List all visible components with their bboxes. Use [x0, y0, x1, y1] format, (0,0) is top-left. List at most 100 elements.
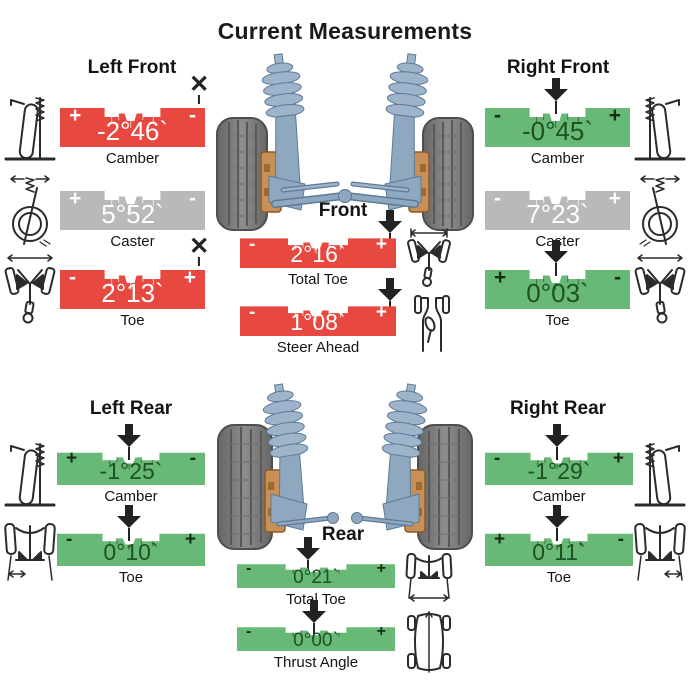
gauge-value: 2°16` [290, 241, 346, 267]
rear-center-total-toe-gauge[interactable]: - + 0°21` Total Toe [237, 537, 395, 608]
out-of-range-x-icon: ✕ [189, 72, 209, 104]
gauge-bar [485, 191, 630, 230]
gauge-sign-left: - [246, 560, 252, 577]
pointer-arrow-icon [295, 537, 321, 573]
gauge-caption: Toe [545, 312, 570, 329]
gauge-caption: Camber [105, 150, 160, 167]
right-rear-camber-gauge[interactable]: - + -1°29` Camber [485, 424, 633, 505]
gauge-sign-right: + [375, 302, 387, 323]
gauge-sign-left: + [494, 266, 507, 289]
gauge-bar [60, 108, 205, 147]
left-rear-camber-gauge[interactable]: + - -1°25` Camber [57, 424, 205, 505]
lf-toe-icon [2, 252, 58, 328]
gauge-sign-left: - [69, 266, 76, 289]
right-rear-toe-gauge[interactable]: + - 0°11` Toe [485, 505, 633, 586]
gauge-sign-left: + [494, 529, 506, 550]
gauge-sign-left: + [69, 104, 82, 127]
rr-toe-icon [632, 516, 688, 588]
right-front-caster-gauge[interactable]: - + 7°23` Caster [485, 184, 630, 250]
rf-camber-icon [634, 92, 686, 164]
gauge-bar [240, 238, 396, 268]
gauge-value: -0°45` [521, 116, 594, 146]
gauge-sign-left: - [249, 302, 256, 323]
gauge-value: 0°21` [293, 567, 339, 588]
gauge-sign-right: + [184, 529, 196, 550]
gauge-value: 2°13` [101, 278, 164, 308]
gauge-bar [485, 270, 630, 309]
gauge-value: 1°08` [290, 309, 346, 335]
rear-center-label: Rear [321, 524, 365, 545]
gauge-value: -1°29` [527, 458, 591, 484]
front-center-total-toe-gauge[interactable]: - + 2°16` Total Toe [240, 210, 402, 288]
right-front-toe-gauge[interactable]: + - 0°03` Toe [485, 240, 630, 329]
page-title: Current Measurements [217, 18, 473, 44]
gauge-sign-left: - [494, 187, 501, 210]
gauge-caption: Steer Ahead [276, 339, 360, 356]
gauge-bar [240, 306, 396, 336]
pointer-arrow-icon [544, 424, 570, 460]
front-center-label: Front [318, 200, 368, 221]
rear-total-toe-icon [404, 548, 454, 606]
gauge-value: -2°46` [96, 116, 169, 146]
out-of-range-x-icon: ✕ [189, 234, 209, 266]
left-front-camber-gauge[interactable]: ✕ + - -2°46` Camber [60, 72, 209, 167]
lr-toe-icon [2, 516, 58, 588]
pointer-arrow-icon [544, 505, 570, 541]
gauge-bar [57, 452, 205, 485]
lr-camber-icon [4, 438, 56, 510]
gauge-value: 0°03` [526, 278, 589, 308]
lf-camber-icon [4, 92, 56, 164]
gauge-caption: Thrust Angle [273, 654, 359, 671]
gauge-caption: Camber [532, 488, 586, 505]
gauge-sign-right: + [612, 448, 624, 469]
gauge-caption: Total Toe [288, 271, 348, 288]
gauge-caption: Total Toe [286, 591, 346, 608]
gauge-caption: Toe [120, 312, 145, 329]
gauge-sign-right: + [608, 104, 621, 127]
gauge-value: 5°52` [101, 199, 164, 229]
gauge-sign-left: + [69, 187, 82, 210]
gauge-value: 0°10` [103, 539, 159, 565]
gauge-sign-left: - [66, 529, 73, 550]
pointer-arrow-icon [301, 600, 327, 636]
gauge-value: 0°11` [532, 539, 586, 565]
rear-center-thrust-angle-gauge[interactable]: - + 0°00` Thrust Angle [237, 600, 395, 671]
thrust-angle-icon [406, 610, 452, 674]
gauge-sign-right: + [376, 560, 386, 577]
gauge-caption: Toe [118, 569, 144, 586]
gauge-value: -1°25` [99, 458, 163, 484]
front-total-toe-icon [406, 228, 452, 290]
gauge-bar [485, 452, 633, 485]
gauge-caption: Camber [530, 150, 585, 167]
pointer-arrow-icon [116, 505, 142, 541]
pointer-arrow-icon [543, 240, 569, 276]
gauge-sign-right: - [189, 187, 196, 210]
gauge-sign-left: - [494, 104, 501, 127]
right-front-camber-gauge[interactable]: - + -0°45` Camber [485, 78, 630, 167]
front-center-steer-ahead-gauge[interactable]: - + 1°08` Steer Ahead [240, 278, 402, 356]
gauge-value: 0°00` [293, 630, 339, 651]
steer-ahead-icon [412, 292, 452, 354]
gauge-bar [60, 270, 205, 309]
gauge-sign-right: + [183, 266, 196, 289]
gauge-bar [237, 627, 395, 651]
left-front-caster-gauge[interactable]: + - 5°52` Caster [60, 184, 205, 250]
gauge-sign-right: + [376, 623, 386, 640]
gauge-sign-right: - [189, 448, 196, 469]
gauge-bar [237, 564, 395, 588]
gauge-sign-right: - [614, 266, 621, 289]
gauge-sign-left: - [246, 623, 252, 640]
rr-camber-icon [634, 438, 686, 510]
left-rear-toe-gauge[interactable]: - + 0°10` Toe [57, 505, 205, 586]
rf-caster-icon [634, 170, 686, 248]
left-rear-label: Left Rear [89, 398, 173, 419]
gauge-sign-right: + [375, 234, 387, 255]
gauge-caption: Camber [104, 488, 158, 505]
gauge-bar [485, 108, 630, 147]
gauge-bar [485, 533, 633, 566]
left-front-toe-gauge[interactable]: ✕ - + 2°13` Toe [60, 234, 209, 329]
gauge-sign-right: - [189, 104, 196, 127]
gauge-sign-left: + [66, 448, 78, 469]
gauge-caption: Caster [110, 233, 155, 250]
